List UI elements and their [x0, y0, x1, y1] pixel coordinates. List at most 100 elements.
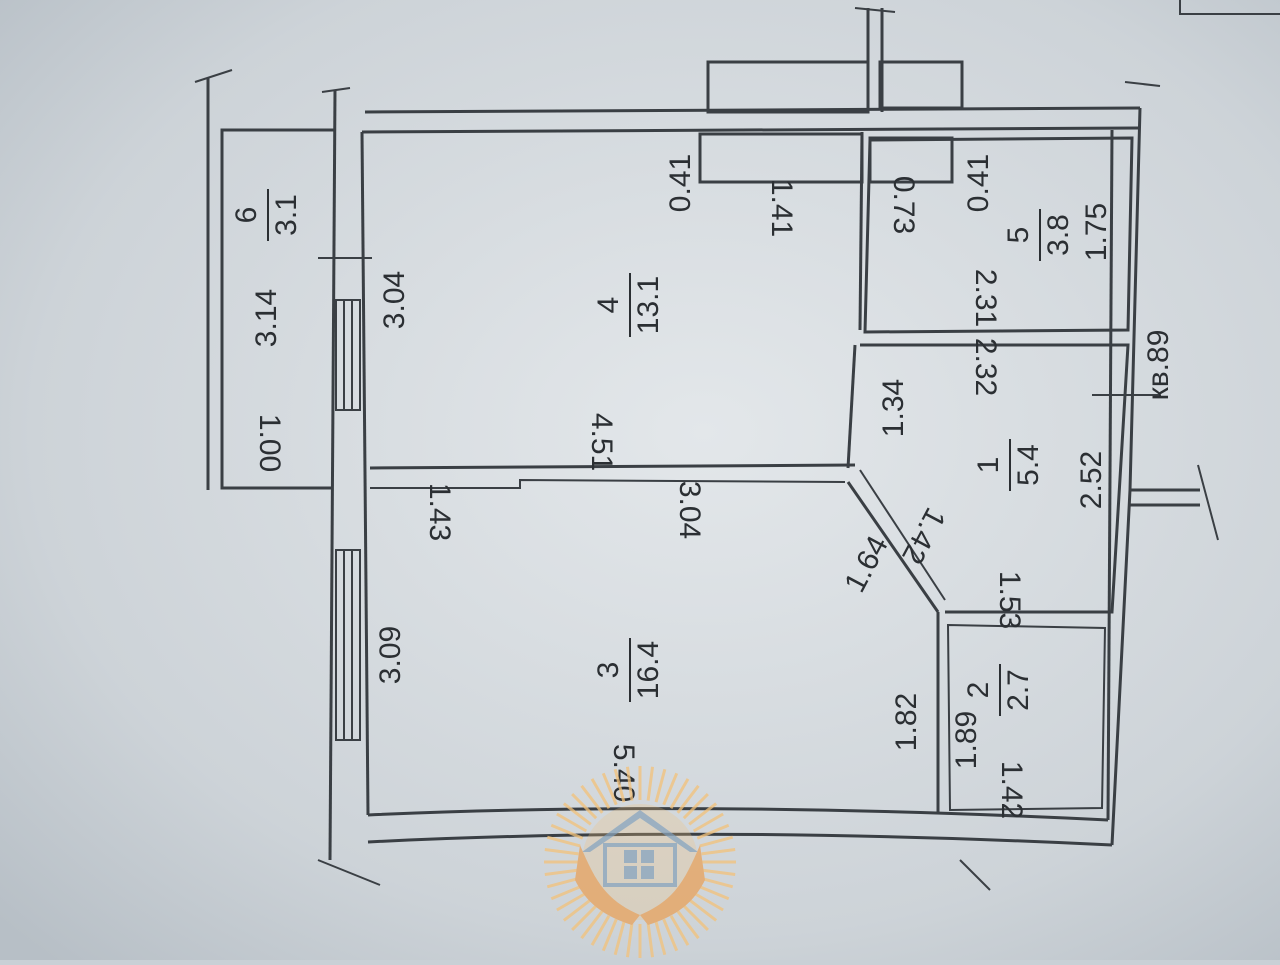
- wall-cap-top-left: [321, 87, 351, 93]
- sun-ray: [669, 914, 690, 946]
- dim-room4-inner-wall: 4.51: [585, 413, 618, 471]
- room4-niche: [698, 132, 864, 184]
- sun-ray: [676, 910, 700, 940]
- entrance-door-cap: [1197, 464, 1219, 541]
- room-labels: 1 5.4 2 2.7 3 16.4 4 13.1 5 3.8 6 3.1: [230, 189, 1075, 716]
- room-5-area: 3.8: [1042, 214, 1075, 256]
- dim-hall-top: 1.34: [877, 379, 910, 437]
- house-body-icon: [603, 843, 677, 887]
- room-4-area: 13.1: [632, 276, 665, 334]
- sun-ray: [646, 923, 655, 958]
- dim-hall-right: 2.52: [1075, 451, 1108, 509]
- balcony-rail-cap: [194, 69, 233, 83]
- left-hand-icon: [575, 845, 640, 925]
- sun-ray: [544, 847, 579, 856]
- dim-room3-top-wall: 3.04: [673, 481, 706, 539]
- hall-outline: [860, 343, 1130, 614]
- sun-ray: [646, 766, 655, 801]
- sun-ray: [696, 823, 730, 840]
- sunburst-icon: [544, 766, 736, 958]
- sun-ray: [696, 884, 730, 901]
- sun-ray: [688, 898, 718, 922]
- partition-4-3: [369, 463, 856, 470]
- sun-ray: [613, 921, 626, 956]
- sun-ray: [654, 921, 667, 956]
- sun-ray: [701, 847, 736, 856]
- sun-ray: [654, 768, 667, 803]
- right-inner-wall: [1106, 129, 1114, 821]
- window-upper: [335, 299, 361, 411]
- sun-ray: [544, 868, 579, 877]
- room-5-label: 5 3.8: [1002, 209, 1075, 261]
- dim-apartment-number: кв.89: [1142, 330, 1175, 401]
- sun-ray: [692, 891, 724, 912]
- diagonal-wall-3-hall: [846, 481, 940, 613]
- sun-ray: [669, 778, 690, 810]
- sun-ray: [676, 784, 700, 814]
- right-hand-icon: [640, 845, 705, 925]
- wc-inner-outline: [946, 623, 1107, 812]
- sun-ray: [701, 868, 736, 877]
- dim-room3-right-wall: 1.82: [890, 693, 923, 751]
- sun-ray: [613, 768, 626, 803]
- wall-cap-top-right: [1124, 81, 1161, 87]
- bath-niche: [868, 136, 954, 184]
- sun-ray: [546, 876, 581, 889]
- sun-ray: [699, 835, 734, 848]
- dim-room3-entry-offset: 1.43: [423, 483, 456, 541]
- room-3-label: 3 16.4: [592, 638, 665, 702]
- top-inner-wall: [361, 126, 1139, 134]
- window-lower: [335, 549, 361, 741]
- sun-ray: [546, 835, 581, 848]
- left-inner-wall: [360, 131, 370, 816]
- entrance-door-wall: [1130, 488, 1200, 507]
- house-roof-icon: [582, 810, 698, 852]
- room-2-area: 2.7: [1002, 669, 1035, 711]
- sun-ray: [580, 784, 604, 814]
- top-outer-wall: [364, 106, 1141, 114]
- left-outer-wall: [328, 89, 337, 861]
- room-1-area: 5.4: [1012, 444, 1045, 486]
- room-2-label: 2 2.7: [962, 664, 1035, 716]
- bottom-outer-wall: [367, 832, 1113, 847]
- sun-ray: [601, 772, 618, 806]
- partition-3-top: [370, 478, 846, 489]
- room-4-label: 4 13.1: [592, 273, 665, 337]
- dim-balcony-width: 1.00: [253, 414, 286, 472]
- sun-ray: [682, 793, 709, 820]
- dim-bath-niche-width: 0.73: [887, 176, 920, 234]
- sun-ray: [699, 876, 734, 889]
- room-2-number: 2: [962, 682, 995, 699]
- bottom-inner-wall: [367, 807, 1109, 822]
- shaft-pipe: [866, 8, 884, 112]
- sun-ray: [562, 802, 592, 826]
- sun-ray: [556, 812, 588, 833]
- dim-hall-width: 2.32: [969, 338, 1002, 396]
- dim-hall-bottom: 1.53: [993, 571, 1026, 629]
- room-6-label: 6 3.1: [230, 189, 303, 241]
- dim-bath-width: 2.31: [969, 269, 1002, 327]
- room-4-number: 4: [592, 297, 625, 314]
- diagonal-wall-3-hall-inner: [859, 469, 946, 601]
- walls: [194, 0, 1280, 891]
- sun-ray: [550, 823, 584, 840]
- dim-balcony-length: 3.14: [250, 289, 283, 347]
- room-6-number: 6: [230, 207, 263, 224]
- sun-ray: [688, 802, 718, 826]
- vent-block-right: [878, 60, 964, 110]
- dim-room4-niche-depth: 0.41: [664, 154, 697, 212]
- sun-ray: [571, 904, 598, 931]
- wall-cap-bottom-left: [317, 859, 381, 886]
- sun-ray: [550, 884, 584, 901]
- sun-ray: [682, 904, 709, 931]
- room-5-number: 5: [1002, 227, 1035, 244]
- sun-ray: [562, 898, 592, 922]
- dim-room4-niche-width: 1.41: [765, 179, 798, 237]
- sun-ray: [590, 778, 611, 810]
- dim-room3-window-wall: 3.09: [374, 626, 407, 684]
- sun-ray: [601, 918, 618, 952]
- partition-4-hall: [846, 344, 857, 469]
- house-window-icon: [624, 850, 654, 879]
- room-1-label: 1 5.4: [972, 439, 1045, 491]
